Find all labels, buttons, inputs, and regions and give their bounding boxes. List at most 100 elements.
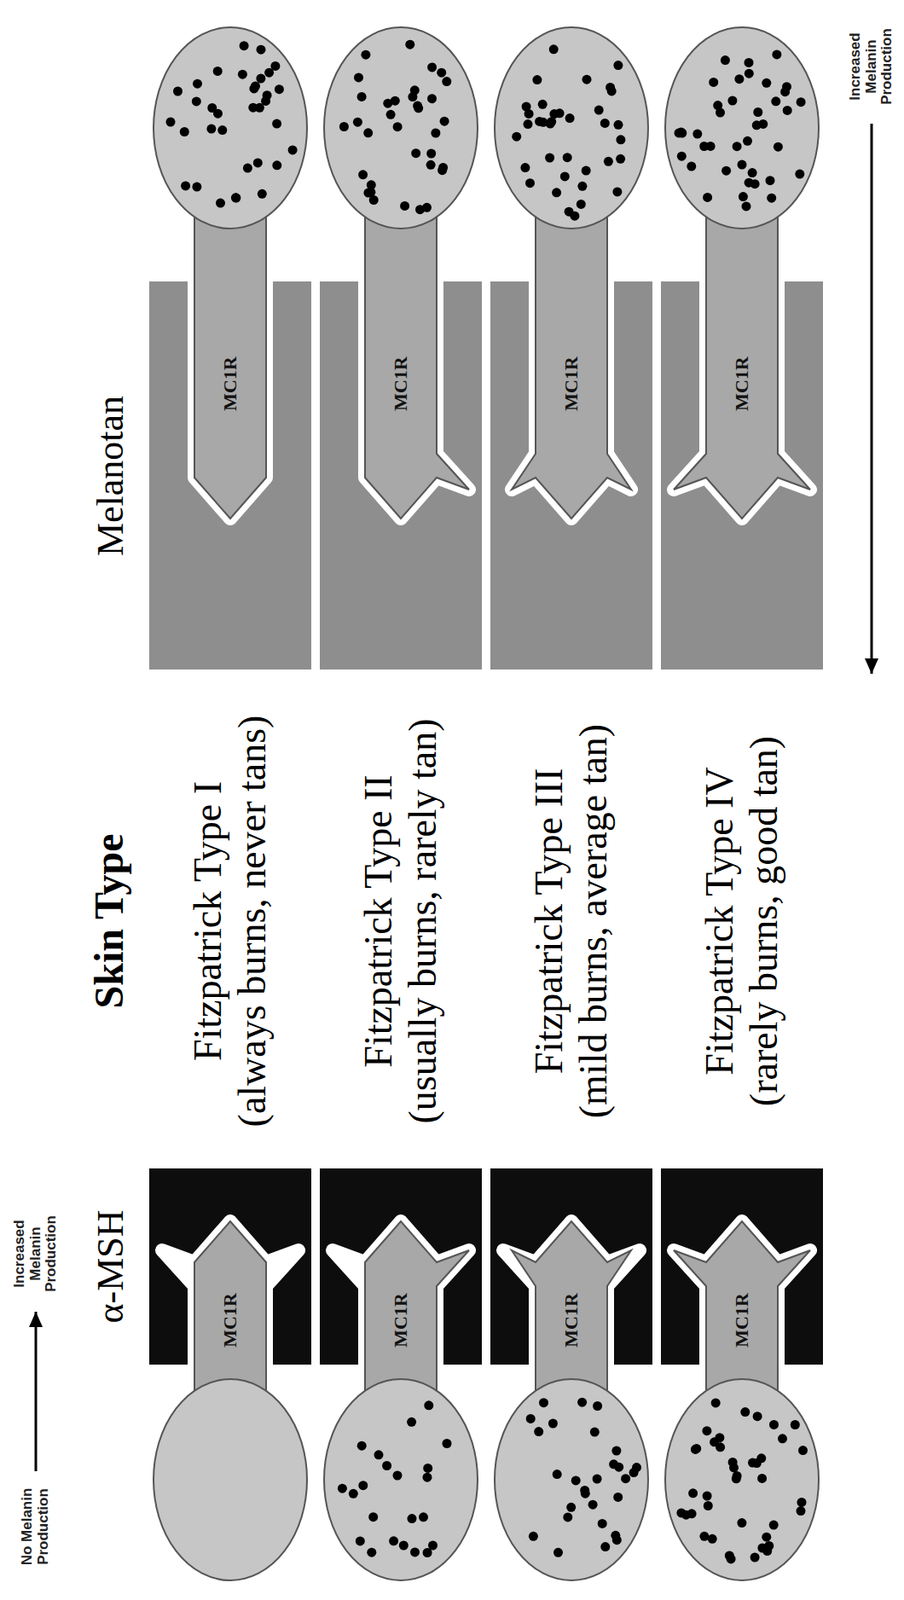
melanin-dot [427,62,437,72]
melanin-dot [615,154,626,164]
melanin-dot [526,1413,536,1424]
melanin-dot [250,81,261,91]
melanin-dot [257,189,267,199]
receptor-label: MC1R [561,1292,582,1348]
melanin-dot [358,169,368,180]
melanin-dot [756,1453,766,1463]
melanocyte [324,1379,478,1581]
melanin-dot [699,1531,709,1542]
melanin-dot [415,204,425,215]
trend-arrow [34,1311,38,1472]
melanin-dot [688,1488,698,1498]
melanin-dot [413,103,424,113]
melanin-dot [753,107,763,117]
trend-label: No Melanin Production [19,1479,52,1574]
melanin-dot [410,1547,420,1557]
receptor-label: MC1R [390,356,412,412]
melanin-dot [610,1530,621,1541]
melanin-dot [553,1547,563,1558]
melanin-dot [237,69,248,80]
melanin-dot [588,1500,598,1510]
melanin-dot [721,166,731,176]
melanin-dot [393,1471,403,1481]
melanin-dot [423,1472,433,1483]
receptor-label: MC1R [731,1292,753,1348]
melanin-dot [770,96,781,106]
melanin-dot [353,117,363,128]
mc1r-receptor [511,162,632,519]
melanin-dot [248,103,258,113]
melanin-dot [597,1518,608,1529]
melanin-dot [217,125,227,135]
melanin-dot [173,86,183,97]
receptor-label: MC1R [390,1292,412,1348]
melanin-dot [528,1531,539,1542]
melanin-dot [406,1417,417,1427]
melanin-dot [753,1411,763,1421]
melanin-dot [423,1463,433,1473]
melanin-dot [411,148,421,158]
melanin-dot [773,142,783,152]
melanin-dot [544,153,555,163]
melanin-dot [714,1432,725,1443]
melanin-dot [231,193,241,203]
melanin-dot [180,180,191,191]
melanin-dot [551,187,562,198]
melanin-dot [794,169,805,180]
melanin-dot [255,74,266,84]
melanin-dot [708,77,719,87]
trend-label: Increased Melanin Production [847,19,896,114]
melanin-dot [256,45,267,55]
receptor-label: MC1R [561,356,582,412]
melanin-dot [274,84,284,94]
melanin-dot [382,98,393,109]
melanin-dot [715,108,725,118]
melanin-dot [744,57,754,68]
melanin-dot [742,136,753,146]
melanin-dot [702,1491,713,1501]
melanin-dot [580,1489,591,1499]
melanin-dot [771,49,782,59]
melanin-dot [272,119,282,129]
melanin-dot [607,86,617,96]
melanin-dot [761,1532,771,1542]
skin-type-description: (usually burns, rarely tan) [401,718,446,1124]
melanin-dot [357,1441,367,1451]
melanin-dot [703,1500,713,1511]
melanin-dot [426,149,436,159]
melanin-dot [548,1419,558,1429]
melanin-dot [691,1443,702,1454]
melanin-dot [731,1473,742,1484]
melanin-dot [620,1473,631,1484]
melanin-dot [608,1459,619,1469]
melanin-dot [272,160,282,170]
melanin-dot [538,99,548,110]
receptor-label: MC1R [220,1292,241,1348]
melanin-dot [215,198,226,209]
skin-type-name: Fitzpatrick Type II [357,774,401,1067]
melanin-dot [339,121,349,132]
melanin-dot [179,127,190,137]
melanin-dot [368,1512,378,1522]
melanin-dot [600,118,610,128]
melanin-dot [732,141,742,151]
melanin-dot [797,1497,807,1507]
melanin-dot [796,1506,806,1516]
melanin-dot [582,75,592,85]
melanin-dot [357,92,367,102]
melanin-dot [764,1541,774,1551]
melanocyte [153,1379,308,1581]
melanin-dot [353,72,364,82]
melanin-dot [707,1534,718,1544]
melanin-dot [239,40,250,51]
melanin-dot [562,152,573,163]
melanocyte [324,27,478,229]
melanin-dot [600,1541,610,1552]
melanin-dot [711,1397,721,1408]
melanin-dot [702,192,713,203]
melanin-dot [592,1401,603,1411]
melanin-dot [728,1457,738,1467]
melanin-dot [766,193,777,203]
melanin-dot [736,1518,747,1528]
